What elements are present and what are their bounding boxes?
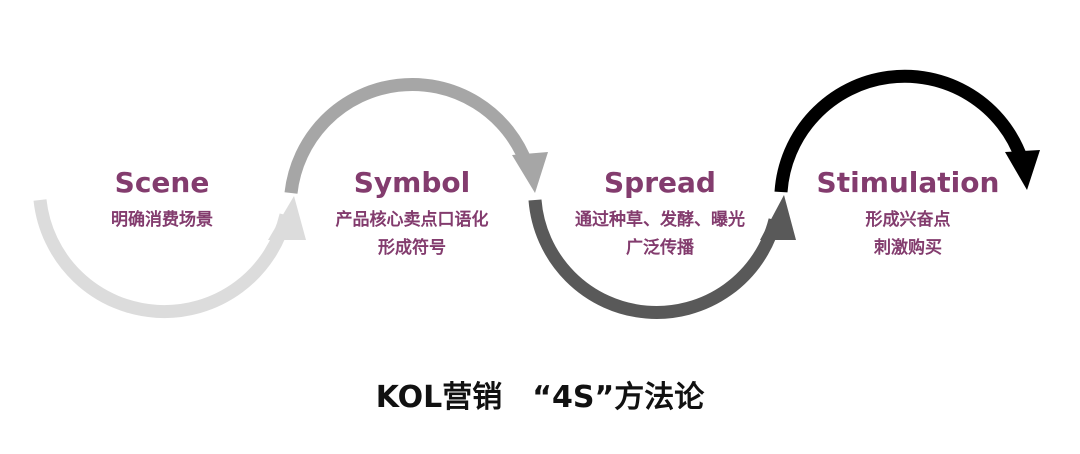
stage-desc: 形成兴奋点 [865, 210, 951, 230]
spread-arrow [528, 195, 796, 319]
stage-desc: 形成符号 [378, 238, 446, 258]
stage-title: Symbol [353, 166, 471, 199]
stage-desc: 通过种草、发酵、曝光 [575, 210, 745, 230]
stimulation-arrow [774, 69, 1040, 193]
stage-desc: 广泛传播 [626, 238, 694, 258]
stage-scene: Scene 明确消费场景 [42, 166, 282, 234]
diagram-title: KOL营销 “4S”方法论 [375, 380, 705, 415]
stage-title: Stimulation [816, 166, 1000, 199]
stage-spread: Spread 通过种草、发酵、曝光 广泛传播 [540, 166, 780, 262]
stage-desc: 刺激购买 [874, 238, 942, 258]
stage-desc: 产品核心卖点口语化 [335, 210, 489, 230]
stage-title: Spread [604, 166, 716, 199]
stage-stimulation: Stimulation 形成兴奋点 刺激购买 [788, 166, 1028, 262]
stage-title: Scene [114, 166, 210, 199]
symbol-arrow [284, 78, 548, 194]
stage-desc: 明确消费场景 [111, 210, 213, 230]
stage-symbol: Symbol 产品核心卖点口语化 形成符号 [292, 166, 532, 262]
scene-arrow [33, 196, 306, 319]
